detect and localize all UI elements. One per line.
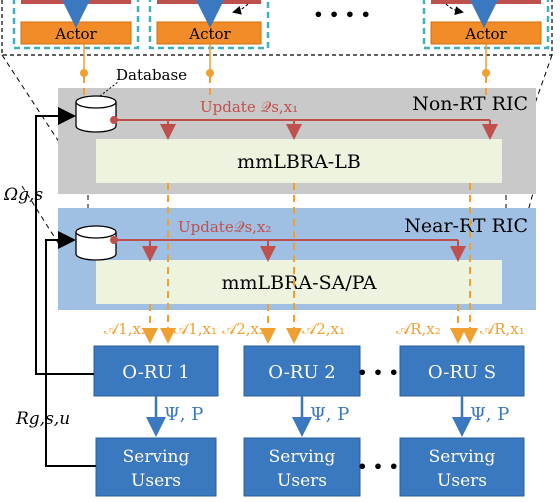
update-arrows-near-rt (110, 236, 466, 262)
actor-label-2: Actor (188, 25, 231, 43)
psi-p-label-1: Ψ, P (164, 404, 203, 425)
action-label-r-x1: 𝒜R,x₁ (480, 320, 525, 338)
serving-users-2-line1: Serving (269, 447, 336, 467)
non-rt-ric: Non-RT RIC mmLBRA-LB (58, 88, 536, 194)
actor-label-1: Actor (54, 25, 97, 43)
actor-group-2: Actor (148, 0, 270, 50)
action-label-2-x1: 𝒜2,x₁ (302, 320, 345, 338)
oru-to-users-arrows (146, 396, 472, 437)
action-label-1-x1: 𝒜1,x₁ (174, 320, 217, 338)
serving-users-2-line2: Users (277, 471, 327, 491)
oru-1-label: O-RU 1 (122, 362, 189, 383)
actor-dashed-lines (83, 76, 487, 344)
psi-p-label-3: Ψ, P (470, 404, 509, 425)
oru-s: O-RU S (399, 345, 525, 397)
near-rt-title: Near-RT RIC (404, 215, 528, 237)
non-rt-title: Non-RT RIC (412, 93, 528, 115)
serving-users-s-line1: Serving (429, 447, 496, 467)
near-rt-ric: Near-RT RIC mmLBRA-SA/PA (58, 208, 536, 310)
oru-2: O-RU 2 (243, 345, 361, 397)
serving-users-s: Serving Users (399, 437, 525, 497)
update-arrows-non-rt (110, 116, 498, 140)
mmlbra-sapa-label: mmLBRA-SA/PA (222, 272, 377, 294)
feedback-omega (35, 107, 94, 375)
r-label: Rg,s,u (15, 409, 70, 429)
oru-2-label: O-RU 2 (268, 362, 335, 383)
update-label-near-rt: Update𝒬s,x₂ (178, 218, 271, 236)
actor-group-1: Actor (12, 0, 140, 50)
actor-ellipsis: • • • • (313, 5, 371, 24)
serving-users-2: Serving Users (243, 437, 361, 497)
serving-users-1: Serving Users (95, 437, 217, 497)
database-label: Database (116, 66, 187, 84)
mmlbra-lb-label: mmLBRA-LB (237, 151, 361, 173)
database-icon (75, 95, 117, 133)
update-label-non-rt: Update 𝒬s,x₁ (200, 98, 298, 116)
mmlbra-sapa-module (96, 260, 502, 304)
serving-users-1-line2: Users (131, 471, 181, 491)
oru-s-label: O-RU S (428, 362, 496, 383)
actor-group-3: Actor (422, 0, 550, 50)
action-label-1-x2: 𝒜1,x₂ (104, 320, 147, 338)
actor-label-3: Actor (464, 25, 507, 43)
action-label-2-x2: 𝒜2,x₂ (222, 320, 265, 338)
oru-1: O-RU 1 (93, 345, 219, 397)
action-label-r-x2: 𝒜R,x₂ (396, 320, 441, 338)
mmlbra-lb-module (96, 139, 502, 183)
serving-users-1-line1: Serving (123, 447, 190, 467)
psi-p-label-2: Ψ, P (310, 404, 349, 425)
users-ellipsis: • • • (357, 457, 399, 476)
omega-label: Ωg,s (3, 185, 43, 205)
feedback-r (45, 231, 96, 467)
database-icon-near-rt (75, 225, 117, 261)
serving-users-s-line2: Users (437, 471, 487, 491)
oru-ellipsis: • • • (357, 363, 399, 382)
actor-panel: Actor Actor • • • • Actor (1, 0, 553, 77)
